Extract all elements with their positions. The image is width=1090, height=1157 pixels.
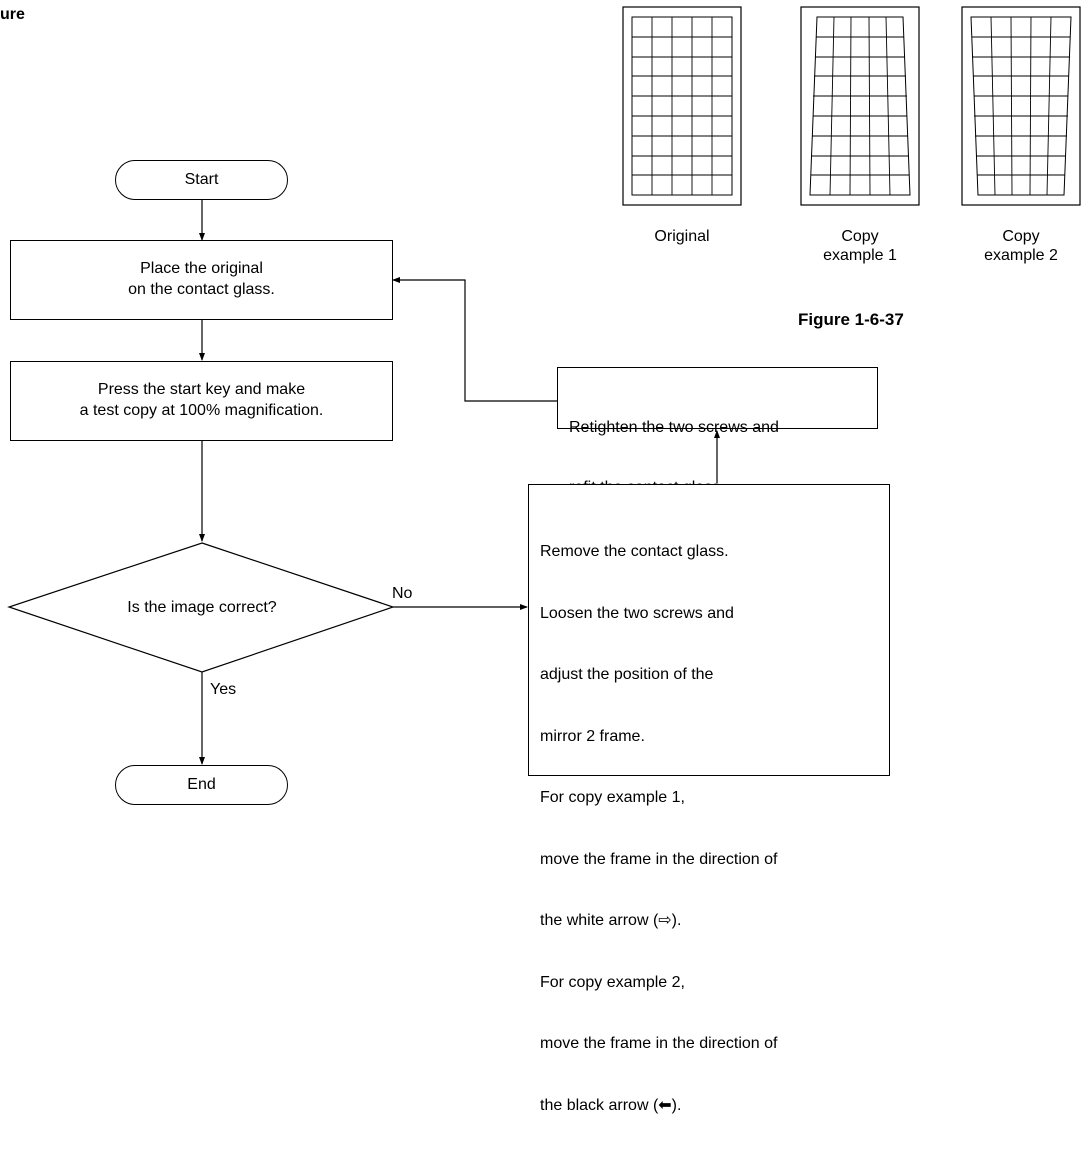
adjust-line-6: move the frame in the direction of: [540, 850, 778, 868]
thumb-label-original: Original: [623, 227, 741, 246]
adjust-line-3: adjust the position of the: [540, 666, 714, 683]
section-label: ure: [0, 6, 25, 23]
adjust-line-10: the black arrow (⬅).: [540, 1096, 682, 1114]
thumb-label-copy-example-1: Copy example 1: [801, 227, 919, 265]
adjust-line-8: For copy example 2,: [540, 973, 685, 991]
adjust-line-1: Remove the contact glass.: [540, 543, 729, 560]
flowchart-connectors: [7, 6, 1081, 765]
flow-step-test-copy: Press the start key and make a test copy…: [10, 361, 393, 441]
step1-line1: Place the original: [140, 260, 263, 277]
thumb-label-copy1-line1: Copy: [841, 228, 879, 245]
adjust-line-2: Loosen the two screws and: [540, 604, 734, 622]
thumb-original: [622, 6, 742, 206]
decision-no-label: No: [392, 585, 413, 602]
figure-caption: Figure 1-6-37: [798, 310, 904, 329]
thumb-label-copy2-line1: Copy: [1002, 228, 1040, 245]
thumb-label-copy-example-2: Copy example 2: [962, 227, 1080, 265]
step1-line2: on the contact glass.: [128, 281, 275, 298]
adjust-text: Remove the contact glass. Loosen the two…: [540, 501, 777, 1157]
arrow-retighten-to-step1: [392, 277, 557, 402]
decision-question: Is the image correct?: [127, 599, 277, 616]
adjust-line-9: move the frame in the direction of: [540, 1035, 778, 1052]
thumb-copy-example-2: [961, 6, 1081, 206]
thumb-label-copy1-line2: example 1: [823, 247, 897, 264]
adjust-line-7: the white arrow (⇨).: [540, 912, 682, 929]
flow-end-terminal: End: [115, 765, 288, 805]
adjust-line-5: For copy example 1,: [540, 789, 685, 806]
decision-yes-label: Yes: [210, 681, 237, 698]
flow-step-adjust-mirror: Remove the contact glass. Loosen the two…: [528, 484, 890, 1114]
step2-line1: Press the start key and make: [97, 381, 306, 398]
retighten-line1: Retighten the two screws and: [569, 419, 779, 436]
adjust-line-4: mirror 2 frame.: [540, 727, 645, 745]
flow-start-terminal: Start: [115, 160, 288, 200]
flow-step-place-original: Place the original on the contact glass.: [10, 240, 393, 320]
thumb-label-original-line1: Original: [654, 228, 710, 245]
thumb-copy-example-1: [800, 6, 920, 206]
thumb-label-copy2-line2: example 2: [984, 247, 1058, 264]
flow-step-retighten: Retighten the two screws and refit the c…: [557, 367, 878, 496]
step2-line2: a test copy at 100% magnification.: [79, 402, 324, 419]
